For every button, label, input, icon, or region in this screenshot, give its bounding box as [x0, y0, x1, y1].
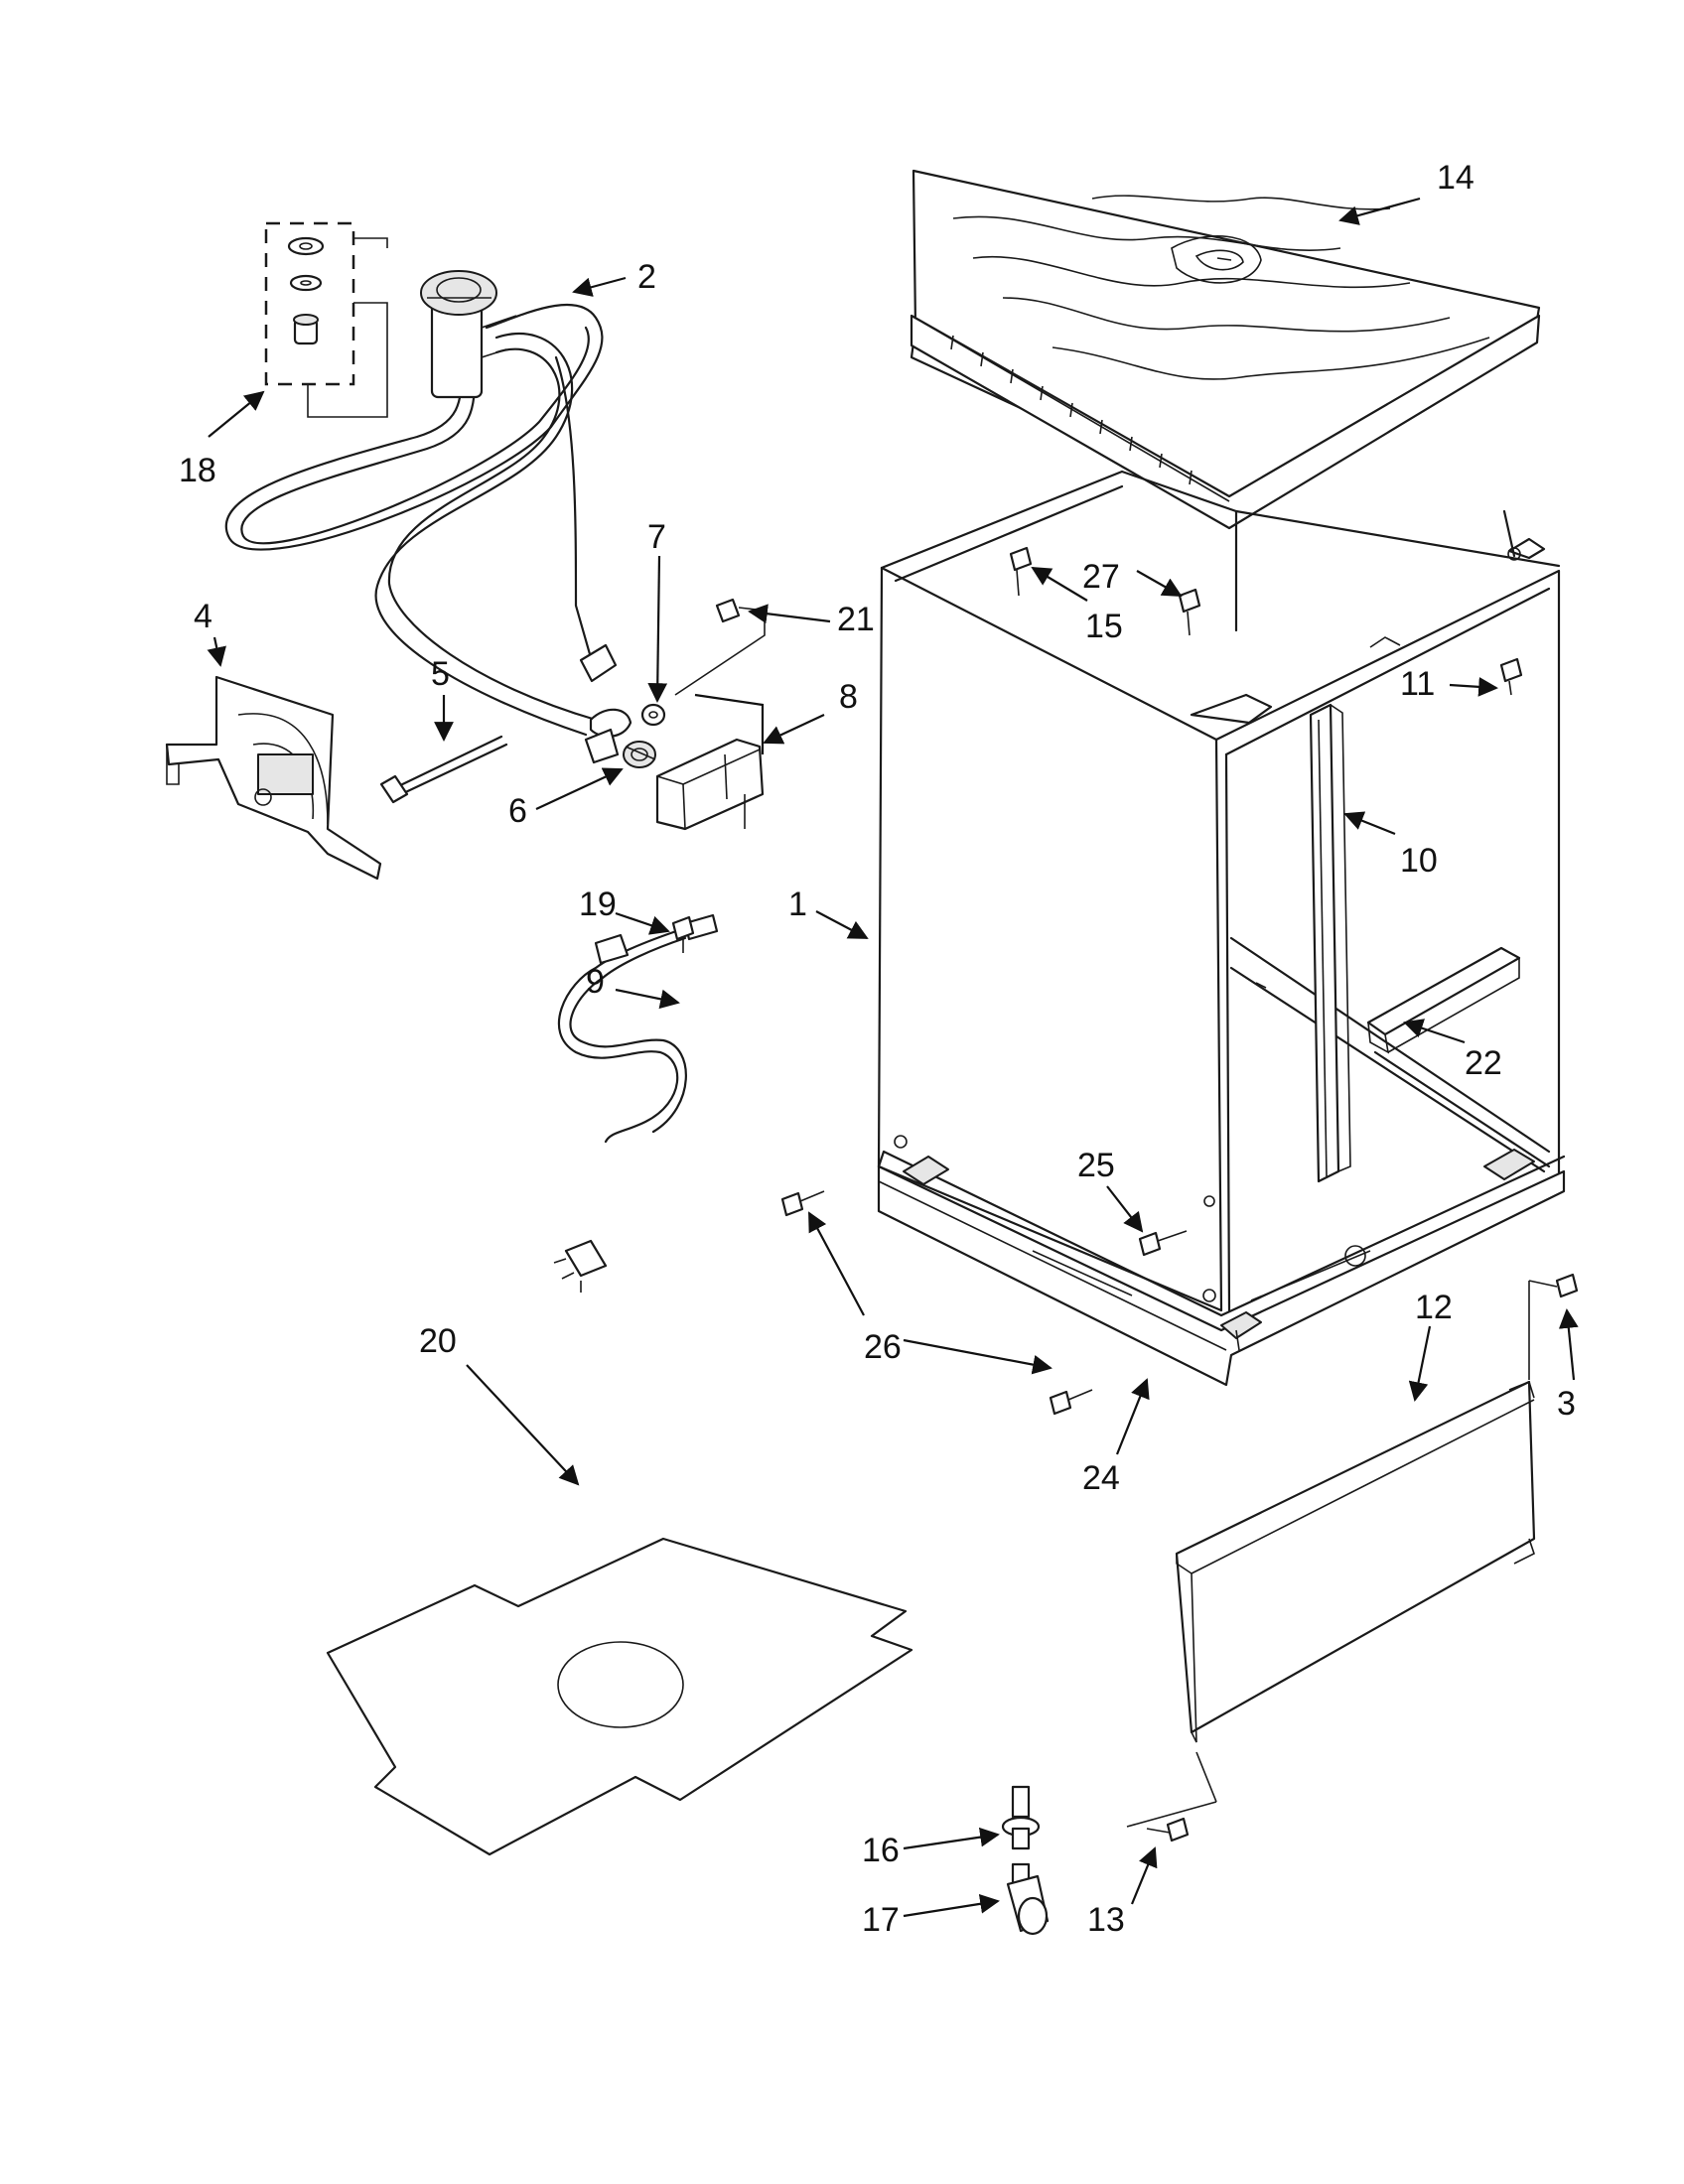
part-leveling-leg: [1001, 1785, 1041, 1850]
callout-7: 7: [647, 518, 666, 556]
part-cabinet: [877, 470, 1561, 1312]
callout-1: 1: [788, 886, 807, 923]
callout-2: 2: [637, 258, 656, 296]
callout-17: 17: [862, 1901, 900, 1939]
part-power-cord: [553, 913, 719, 1293]
callout-18: 18: [179, 452, 216, 489]
part-insulation-pad: [326, 1537, 913, 1856]
callout-22: 22: [1465, 1044, 1502, 1082]
screw-3: [1528, 1273, 1579, 1298]
callout-21: 21: [837, 601, 875, 638]
callout-27: 27: [1082, 558, 1120, 596]
callout-6: 6: [508, 792, 527, 830]
part-kickplate: [1175, 1380, 1536, 1743]
part-cable-tie: [379, 735, 508, 804]
callout-5: 5: [431, 655, 450, 693]
screw-15: [1009, 546, 1033, 597]
callout-leaders: [207, 197, 1579, 1918]
callout-14: 14: [1437, 159, 1474, 197]
screw-13: [1146, 1817, 1190, 1843]
part-caster: [1006, 1862, 1050, 1936]
part-washer: [640, 703, 666, 727]
screw-26b: [1049, 1389, 1093, 1416]
part-vent-cover: [655, 693, 765, 831]
callout-9: 9: [586, 963, 605, 1001]
callout-24: 24: [1082, 1459, 1120, 1497]
callout-15: 15: [1085, 608, 1123, 645]
screw-19: [671, 915, 695, 953]
part-fill-valve-hose: [224, 270, 632, 764]
part-mounting-bracket: [165, 675, 382, 881]
part-wood-top: [910, 169, 1541, 530]
callout-16: 16: [862, 1832, 900, 1869]
callout-20: 20: [419, 1322, 457, 1360]
callout-11: 11: [1400, 665, 1435, 703]
screw-21: [715, 598, 766, 623]
part-base: [877, 1149, 1566, 1387]
part-vertical-channel: [1309, 703, 1351, 1183]
part-angle-bracket: [1366, 946, 1521, 1054]
screw-27: [1178, 588, 1201, 636]
part-hose-clamp: [623, 741, 656, 768]
part-inlet-fittings: [264, 221, 388, 418]
callout-26: 26: [864, 1328, 902, 1366]
callout-13: 13: [1087, 1901, 1125, 1939]
callout-4: 4: [194, 598, 212, 635]
screw-26a: [780, 1190, 825, 1217]
callout-3: 3: [1557, 1385, 1576, 1423]
callout-12: 12: [1415, 1289, 1453, 1326]
callout-19: 19: [579, 886, 617, 923]
callout-labels: 14 2 18 4 5 6 7 8 21 27 15 11 10 22 1 19…: [179, 159, 1576, 1939]
callout-10: 10: [1400, 842, 1438, 880]
screw-25: [1138, 1230, 1188, 1257]
callout-8: 8: [839, 678, 858, 716]
screw-11: [1499, 657, 1523, 696]
callout-25: 25: [1077, 1147, 1115, 1184]
